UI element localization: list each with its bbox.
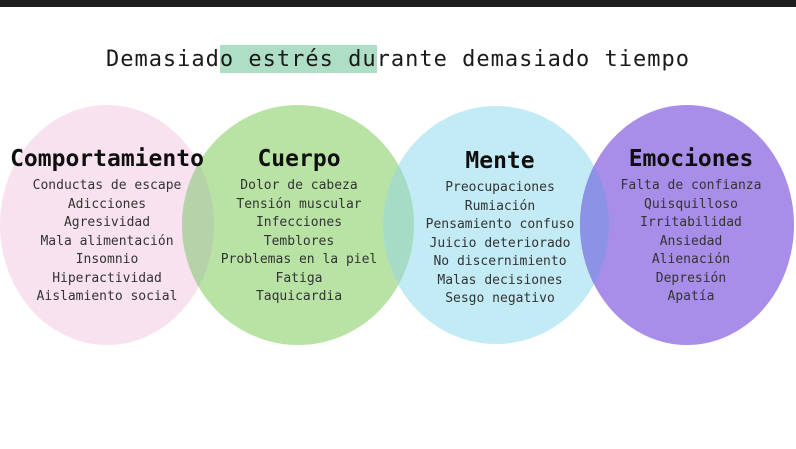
circle-item: Mala alimentación xyxy=(40,233,174,249)
circle-mente xyxy=(383,106,609,344)
circle-item: Tensión muscular xyxy=(236,196,362,212)
circle-item: Sesgo negativo xyxy=(445,291,555,306)
section-emociones-title: Emociones xyxy=(628,146,754,172)
circle-item: Ansiedad xyxy=(659,233,723,249)
section-cuerpo-title: Cuerpo xyxy=(257,146,341,172)
circle-item: Agresividad xyxy=(63,215,151,230)
circle-item: Fatiga xyxy=(275,270,323,286)
circle-item: Alienación xyxy=(651,252,731,267)
circle-item: Irritabilidad xyxy=(640,215,742,230)
circle-item: Hiperactividad xyxy=(52,270,162,286)
title-highlighted-text: o estrés du xyxy=(219,45,377,73)
circle-item: Juicio deteriorado xyxy=(429,235,571,251)
page-title: Demasiado estrés durante demasiado tiemp… xyxy=(0,45,796,74)
section-mente-items: Preocupaciones Rumiación Pensamiento con… xyxy=(375,179,625,309)
circle-item: Pensamiento confuso xyxy=(425,217,575,232)
circle-cuerpo xyxy=(182,105,414,345)
circle-item: Aislamiento social xyxy=(36,289,178,304)
circle-item: Falta de confianza xyxy=(620,178,762,193)
circle-item: Quisquilloso xyxy=(644,196,738,212)
circle-item: Rumiación xyxy=(464,198,536,214)
circle-item: Depresión xyxy=(655,270,727,286)
circle-item: Preocupaciones xyxy=(445,180,555,195)
section-comportamiento-items: Conductas de escape Adicciones Agresivid… xyxy=(0,177,232,307)
circle-item: No discernimiento xyxy=(433,254,567,269)
circle-item: Adicciones xyxy=(67,196,147,212)
title-pre: Demasiad xyxy=(105,47,220,72)
section-cuerpo-items: Dolor de cabeza Tensión muscular Infecci… xyxy=(174,177,424,307)
circle-item: Taquicardia xyxy=(255,289,343,304)
circle-item: Apatía xyxy=(667,289,715,304)
circle-comportamiento xyxy=(0,105,214,345)
section-emociones-items: Falta de confianza Quisquilloso Irritabi… xyxy=(566,177,796,307)
circle-item: Conductas de escape xyxy=(32,178,182,193)
section-emociones: Emociones Falta de confianza Quisquillos… xyxy=(566,144,796,307)
section-cuerpo: Cuerpo Dolor de cabeza Tensión muscular … xyxy=(174,144,424,307)
title-post: rante demasiado tiempo xyxy=(376,47,691,72)
section-comportamiento-title: Comportamiento xyxy=(10,146,204,172)
circle-emociones xyxy=(580,105,794,345)
circle-item: Problemas en la piel xyxy=(220,252,378,267)
section-comportamiento: Comportamiento Conductas de escape Adicc… xyxy=(0,144,232,307)
circle-item: Dolor de cabeza xyxy=(240,178,358,193)
circle-item: Temblores xyxy=(263,233,335,249)
circle-item: Infecciones xyxy=(255,215,343,230)
circle-item: Insomnio xyxy=(75,252,139,267)
section-mente-title: Mente xyxy=(465,148,535,174)
top-border-bar xyxy=(0,0,796,7)
circle-item: Malas decisiones xyxy=(437,272,563,288)
section-mente: Mente Preocupaciones Rumiación Pensamien… xyxy=(375,146,625,309)
